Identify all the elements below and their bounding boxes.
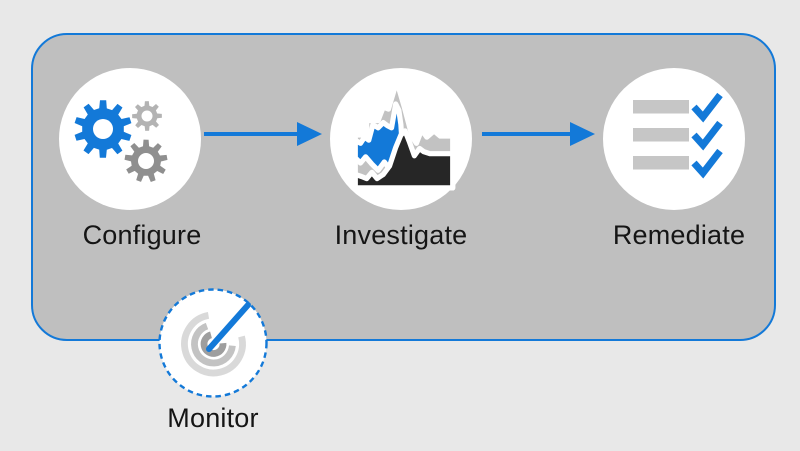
area-chart-icon [352, 78, 456, 191]
arrow-head [297, 122, 322, 146]
step-circle-investigate [330, 68, 472, 210]
checklist-icon [633, 92, 723, 179]
step-label-monitor: Monitor [167, 403, 259, 433]
step-circle-remediate [603, 68, 745, 210]
list-bar [633, 128, 689, 142]
step-circle-configure [59, 68, 201, 210]
checkmark-icon [691, 120, 723, 151]
radar-icon [181, 302, 251, 377]
gears-icon [74, 100, 168, 182]
monitor-circle [158, 288, 268, 398]
checkmark-icon [691, 148, 723, 179]
checkmark-icon [691, 92, 723, 123]
arrow-configure-to-investigate [204, 122, 322, 146]
list-bar [633, 156, 689, 170]
arrow-investigate-to-remediate [482, 122, 595, 146]
chart-layer-black [352, 128, 456, 191]
step-label-investigate: Investigate [334, 220, 468, 250]
step-label-remediate: Remediate [612, 220, 746, 250]
list-bar [633, 100, 689, 114]
chart-layer-blue [352, 101, 405, 173]
arrow-head [570, 122, 595, 146]
step-label-configure: Configure [82, 220, 202, 250]
